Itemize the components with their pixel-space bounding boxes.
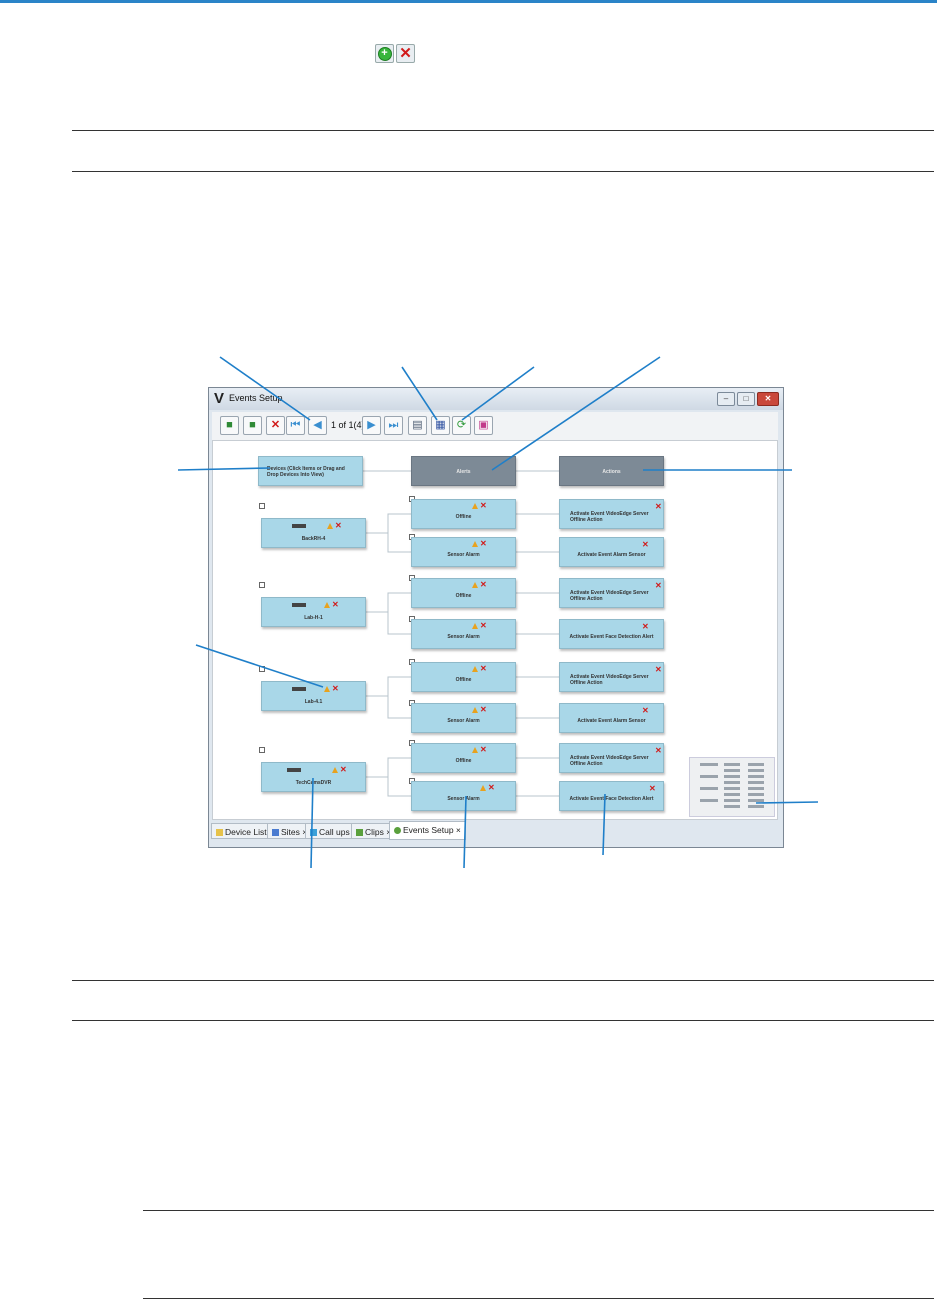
minimize-button[interactable]: – xyxy=(717,392,735,406)
print-button[interactable]: ▤ xyxy=(408,416,427,435)
collapse-toggle[interactable] xyxy=(259,503,265,509)
section-rule xyxy=(72,980,934,981)
previous-page-button[interactable]: ◀ xyxy=(308,416,327,435)
delete-icon[interactable]: ✕ xyxy=(340,765,347,774)
alert-node[interactable]: ✕ Offline xyxy=(411,743,516,773)
device-node[interactable]: ✕ Lab-4.1 xyxy=(261,681,366,711)
last-page-button[interactable]: ⏭ xyxy=(384,416,403,435)
delete-button[interactable]: ✕ xyxy=(266,416,285,435)
action-node[interactable]: ✕ Activate Event VideoEdge Server Offlin… xyxy=(559,662,664,692)
action-node[interactable]: ✕ Activate Event VideoEdge Server Offlin… xyxy=(559,578,664,608)
alert-icon[interactable] xyxy=(472,541,478,547)
alert-icon[interactable] xyxy=(472,707,478,713)
delete-icon[interactable]: ✕ xyxy=(480,664,487,673)
device-node[interactable]: ✕ TechCamsDVR xyxy=(261,762,366,792)
delete-icon[interactable]: ✕ xyxy=(480,621,487,630)
alert-icon[interactable] xyxy=(472,503,478,509)
clear-button[interactable]: ▣ xyxy=(474,416,493,435)
section-rule xyxy=(72,130,934,131)
close-button[interactable]: ✕ xyxy=(757,392,779,406)
actions-header: Actions xyxy=(559,456,664,486)
device-icon xyxy=(292,687,306,691)
delete-icon[interactable]: ✕ xyxy=(332,600,339,609)
overview-minimap[interactable] xyxy=(689,757,775,817)
alert-icon[interactable] xyxy=(472,666,478,672)
tab-events-setup[interactable]: Events Setup × xyxy=(389,821,466,840)
save-close-button[interactable]: ■ xyxy=(220,416,239,435)
alert-icon[interactable] xyxy=(472,747,478,753)
alert-icon[interactable] xyxy=(472,623,478,629)
delete-icon[interactable]: ✕ xyxy=(655,665,662,674)
title-bar: V Events Setup – □ ✕ xyxy=(209,388,783,410)
tab-sites[interactable]: Sites × xyxy=(267,823,313,839)
delete-icon[interactable]: ✕ xyxy=(655,581,662,590)
note-rule xyxy=(143,1210,934,1211)
delete-icon[interactable]: ✕ xyxy=(480,705,487,714)
alerts-header: Alerts xyxy=(411,456,516,486)
delete-icon[interactable]: ✕ xyxy=(642,622,649,631)
collapse-toggle[interactable] xyxy=(259,747,265,753)
alert-node[interactable]: ✕ Offline xyxy=(411,499,516,529)
alert-node[interactable]: ✕ Sensor Alarm xyxy=(411,537,516,567)
refresh-button[interactable]: ⟳ xyxy=(452,416,471,435)
action-node[interactable]: ✕ Activate Event Alarm Sensor xyxy=(559,537,664,567)
layout-grid-button[interactable]: ▦ xyxy=(431,416,450,435)
window-title: Events Setup xyxy=(229,393,283,403)
collapse-toggle[interactable] xyxy=(259,666,265,672)
action-node[interactable]: ✕ Activate Event Face Detection Alert xyxy=(559,619,664,649)
connector-lines xyxy=(363,470,559,797)
delete-icon[interactable]: ✕ xyxy=(480,501,487,510)
page-top-rule xyxy=(0,0,937,3)
action-node[interactable]: ✕ Activate Event Face Detection Alert xyxy=(559,781,664,811)
next-page-button[interactable]: ▶ xyxy=(362,416,381,435)
alert-icon[interactable] xyxy=(324,602,330,608)
section-rule xyxy=(72,171,934,172)
alert-node[interactable]: ✕ Offline xyxy=(411,578,516,608)
inline-icon-pair: + ✕ xyxy=(375,44,415,63)
section-rule xyxy=(72,1020,934,1021)
device-icon xyxy=(292,603,306,607)
alert-node[interactable]: ✕ Offline xyxy=(411,662,516,692)
maximize-button[interactable]: □ xyxy=(737,392,755,406)
app-logo: V xyxy=(214,390,225,407)
action-node[interactable]: ✕ Activate Event VideoEdge Server Offlin… xyxy=(559,499,664,529)
delete-icon[interactable]: ✕ xyxy=(480,539,487,548)
alert-icon[interactable] xyxy=(480,785,486,791)
delete-icon[interactable]: ✕ xyxy=(488,783,495,792)
events-toolbar: ■ ■ ✕ ⏮ ◀ 1 of 1(4) ▶ ⏭ ▤ ▦ ⟳ ▣ xyxy=(212,412,778,440)
delete-icon[interactable]: ✕ xyxy=(642,706,649,715)
device-node[interactable]: ✕ BackRH-4 xyxy=(261,518,366,548)
alert-icon[interactable] xyxy=(324,686,330,692)
alert-node[interactable]: ✕ Sensor Alarm xyxy=(411,619,516,649)
alert-icon[interactable] xyxy=(327,523,333,529)
collapse-toggle[interactable] xyxy=(259,582,265,588)
alert-node[interactable]: ✕ Sensor Alarm xyxy=(411,703,516,733)
alert-node[interactable]: ✕ Sensor Alarm xyxy=(411,781,516,811)
page-indicator: 1 of 1(4) xyxy=(331,420,365,430)
save-button[interactable]: ■ xyxy=(243,416,262,435)
delete-icon[interactable]: ✕ xyxy=(655,746,662,755)
devices-header[interactable]: Devices (Click Items or Drag and Drop De… xyxy=(258,456,363,486)
add-icon: + xyxy=(375,44,394,63)
tab-bar: Device List × Sites × Call ups × Clips ×… xyxy=(209,820,783,842)
note-rule xyxy=(143,1298,934,1299)
device-node[interactable]: ✕ Lab-H-1 xyxy=(261,597,366,627)
delete-icon[interactable]: ✕ xyxy=(335,521,342,530)
events-canvas: Devices (Click Items or Drag and Drop De… xyxy=(212,440,778,820)
delete-icon[interactable]: ✕ xyxy=(332,684,339,693)
delete-icon[interactable]: ✕ xyxy=(480,580,487,589)
action-node[interactable]: ✕ Activate Event VideoEdge Server Offlin… xyxy=(559,743,664,773)
action-node[interactable]: ✕ Activate Event Alarm Sensor xyxy=(559,703,664,733)
delete-icon[interactable]: ✕ xyxy=(655,502,662,511)
delete-icon[interactable]: ✕ xyxy=(649,784,656,793)
delete-icon: ✕ xyxy=(396,44,415,63)
device-icon xyxy=(292,524,306,528)
alert-icon[interactable] xyxy=(332,767,338,773)
delete-icon[interactable]: ✕ xyxy=(480,745,487,754)
device-icon xyxy=(287,768,301,772)
first-page-button[interactable]: ⏮ xyxy=(286,416,305,435)
events-setup-window: V Events Setup – □ ✕ ■ ■ ✕ ⏮ ◀ 1 of 1(4)… xyxy=(208,387,784,848)
delete-icon[interactable]: ✕ xyxy=(642,540,649,549)
alert-icon[interactable] xyxy=(472,582,478,588)
